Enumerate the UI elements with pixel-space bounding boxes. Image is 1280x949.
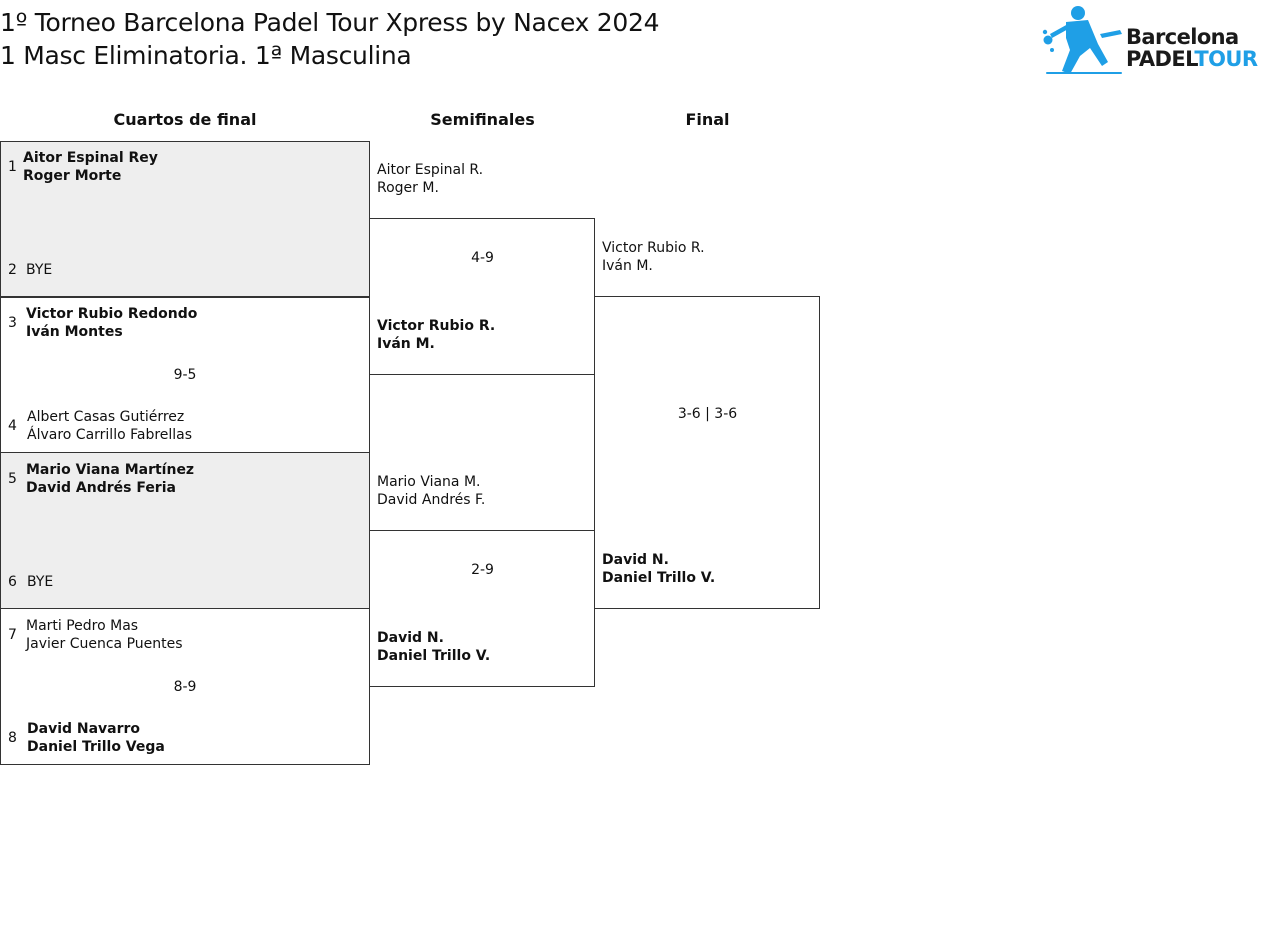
page-title: 1º Torneo Barcelona Padel Tour Xpress by… xyxy=(0,8,660,37)
seed-number: 2 xyxy=(8,262,17,278)
player-name: Iván M. xyxy=(377,336,435,352)
player-name: Aitor Espinal Rey xyxy=(23,150,158,166)
padel-player-icon xyxy=(1042,6,1122,74)
team-entry: Victor Rubio Redondo Iván Montes xyxy=(26,305,197,341)
logo-tour: TOUR xyxy=(1194,47,1258,71)
player-name: Victor Rubio R. xyxy=(377,318,496,334)
player-name: Mario Viana M. xyxy=(377,474,481,490)
team-entry: David N. Daniel Trillo V. xyxy=(377,629,490,665)
qf-match-3 xyxy=(0,452,370,609)
team-entry: Albert Casas Gutiérrez Álvaro Carrillo F… xyxy=(27,408,192,444)
player-name: Iván Montes xyxy=(26,324,123,340)
team-entry: Victor Rubio R. Iván M. xyxy=(602,239,705,275)
match-score: 9-5 xyxy=(173,367,197,383)
team-entry: Mario Viana M. David Andrés F. xyxy=(377,473,485,509)
match-score: 8-9 xyxy=(173,679,197,695)
round-header-quarterfinals: Cuartos de final xyxy=(113,110,257,129)
round-header-semifinals: Semifinales xyxy=(430,110,535,129)
final-match xyxy=(594,296,820,609)
seed-number: 3 xyxy=(8,315,17,331)
player-name: David Andrés Feria xyxy=(26,480,176,496)
player-name: Victor Rubio Redondo xyxy=(26,306,198,322)
round-header-final: Final xyxy=(685,110,730,129)
team-entry: David N. Daniel Trillo V. xyxy=(602,551,715,587)
match-score: 3-6 | 3-6 xyxy=(677,406,738,422)
player-name: Victor Rubio R. xyxy=(602,240,705,256)
seed-number: 5 xyxy=(8,471,17,487)
qf-match-1 xyxy=(0,141,370,298)
player-name: David N. xyxy=(377,630,444,646)
seed-number: 1 xyxy=(8,159,17,175)
page-subtitle: 1 Masc Eliminatoria. 1ª Masculina xyxy=(0,41,412,70)
seed-number: 4 xyxy=(8,418,17,434)
player-name: Marti Pedro Mas xyxy=(26,618,139,634)
team-entry: Aitor Espinal Rey Roger Morte xyxy=(23,149,158,185)
player-name: David Navarro xyxy=(27,721,141,737)
seed-number: 6 xyxy=(8,574,17,590)
bye-entry: BYE xyxy=(26,262,53,278)
player-name: David Andrés F. xyxy=(377,492,486,508)
team-entry: Mario Viana Martínez David Andrés Feria xyxy=(26,461,194,497)
logo-line1: Barcelona xyxy=(1126,25,1239,49)
player-name: Álvaro Carrillo Fabrellas xyxy=(27,427,193,443)
player-name: Mario Viana Martínez xyxy=(26,462,195,478)
player-name: Daniel Trillo V. xyxy=(602,570,716,586)
player-name: Aitor Espinal R. xyxy=(377,162,484,178)
match-score: 4-9 xyxy=(471,250,494,266)
logo-padel: PADEL xyxy=(1126,47,1195,71)
seed-number: 7 xyxy=(8,627,17,643)
player-name: Iván M. xyxy=(602,258,653,274)
player-name: Daniel Trillo V. xyxy=(377,648,491,664)
bye-entry: BYE xyxy=(27,574,54,590)
team-entry: David Navarro Daniel Trillo Vega xyxy=(27,720,165,756)
player-name: Roger M. xyxy=(377,180,439,196)
player-name: Daniel Trillo Vega xyxy=(27,739,165,755)
barcelona-padel-tour-logo: Barcelona PADELTOUR xyxy=(1040,4,1272,78)
player-name: Javier Cuenca Puentes xyxy=(26,636,183,652)
seed-number: 8 xyxy=(8,730,17,746)
player-name: Roger Morte xyxy=(23,168,122,184)
player-name: Albert Casas Gutiérrez xyxy=(27,409,185,425)
match-score: 2-9 xyxy=(471,562,494,578)
team-entry: Aitor Espinal R. Roger M. xyxy=(377,161,483,197)
player-name: David N. xyxy=(602,552,669,568)
team-entry: Victor Rubio R. Iván M. xyxy=(377,317,495,353)
team-entry: Marti Pedro Mas Javier Cuenca Puentes xyxy=(26,617,183,653)
